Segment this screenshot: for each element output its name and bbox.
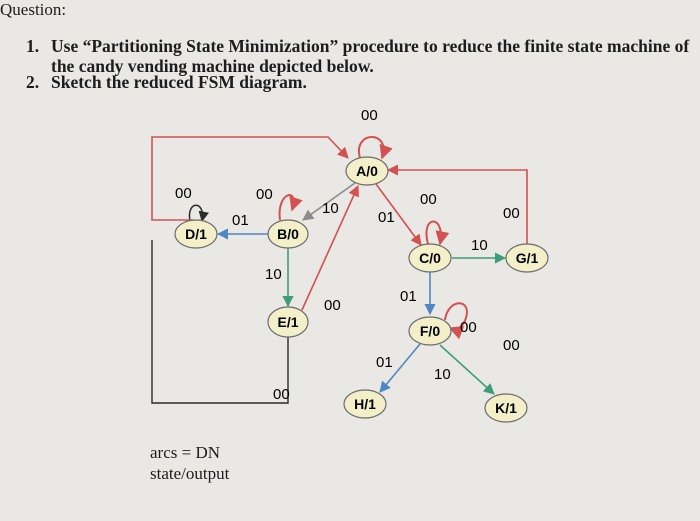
transition-e-a [301,184,359,311]
state-e: E/1 [267,306,309,338]
transition-label: 00 [256,186,273,203]
transition-f-k [439,344,495,395]
transition-d-d [188,204,209,223]
transition-g-a [386,164,528,244]
transition-a-a [357,136,393,160]
question-title: Question: [0,0,67,19]
state-h: H/1 [343,389,387,419]
transition-label: 01 [376,354,393,371]
transition-label: 00 [503,205,520,222]
state-k: K/1 [484,393,528,423]
state-label: D/1 [185,226,207,242]
transition-c-c [425,220,450,246]
transition-label: 10 [471,237,488,254]
transition-f-h [379,343,421,393]
state-d: D/1 [174,219,218,249]
transition-label: 00 [324,297,341,314]
state-c: C/0 [408,243,452,273]
transition-d-a [151,136,349,221]
states: A/0 B/0 C/0 D/1 E/1 F/0 G/1 H/1 [174,156,549,423]
transition-label: 01 [400,288,417,305]
state-label: F/0 [420,323,440,339]
transition-label: 00 [420,191,437,208]
transition-a-c [375,183,422,246]
question-item-text: Use “Partitioning State Minimization” pr… [51,36,690,76]
state-f: F/0 [408,316,452,346]
transition-e-a-outer [151,240,289,404]
question-item-text: Sketch the reduced FSM diagram. [51,72,307,92]
transition-label: 00 [273,386,290,403]
transition-label: 00 [361,107,378,124]
legend-arcs: arcs = DN [150,443,221,462]
transition-label: 01 [378,209,395,226]
state-label: E/1 [277,314,298,330]
state-b: B/0 [267,219,309,249]
transitions: 00 10 01 00 01 10 00 10 01 00 00 [151,107,528,404]
state-label: A/0 [356,163,378,179]
state-label: C/0 [419,250,441,266]
transition-a-b [302,182,356,221]
question-item-number: 1. [26,36,40,56]
state-label: G/1 [516,250,539,266]
transition-label: 10 [322,200,339,217]
transition-label: 01 [232,212,249,229]
state-label: B/0 [277,226,299,242]
transition-b-b [278,194,303,221]
question-item-number: 2. [26,72,40,92]
state-g: G/1 [505,243,549,273]
state-label: H/1 [354,396,376,412]
legend-state-output: state/output [150,464,230,483]
transition-label: 10 [265,266,282,283]
state-label: K/1 [495,400,517,416]
transition-label: 00 [503,337,520,354]
transition-f-f [444,302,468,340]
transition-label: 00 [175,185,192,202]
transition-label: 00 [460,319,477,336]
state-a: A/0 [345,156,389,186]
transition-label: 10 [434,366,451,383]
